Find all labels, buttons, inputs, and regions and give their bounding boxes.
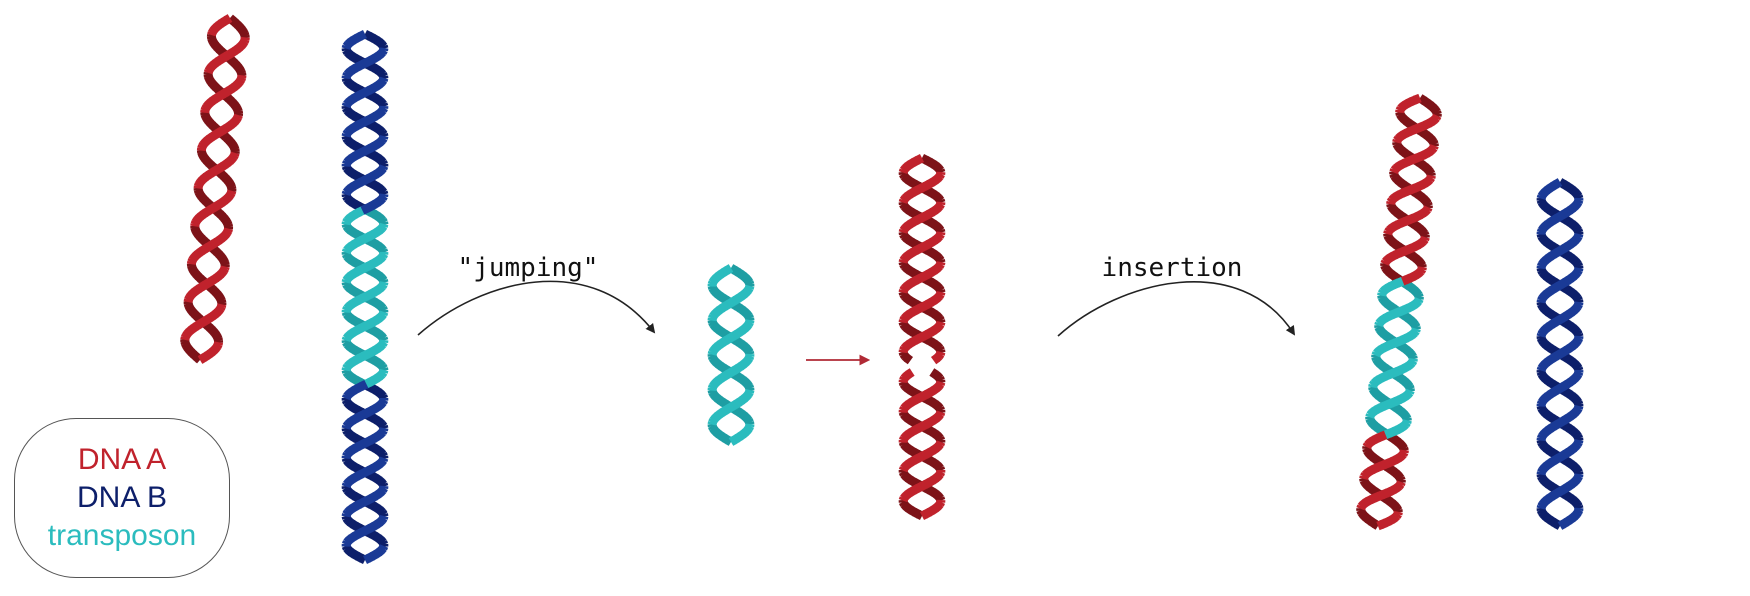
- strand-piece: [914, 153, 925, 165]
- helix-dna-a-cut: [898, 153, 946, 521]
- strand-piece: [214, 127, 223, 138]
- helix-dna-a-with-transposon: [1356, 93, 1442, 531]
- insertion-label: insertion: [1102, 253, 1243, 283]
- strand-piece: [198, 317, 208, 328]
- strand-piece: [202, 279, 211, 290]
- strand-piece: [1556, 348, 1566, 359]
- strand-piece: [1401, 245, 1410, 256]
- strand-piece: [1556, 486, 1566, 497]
- strand-piece: [205, 241, 214, 252]
- helix-dna-b-with-transposon: [341, 29, 389, 565]
- strand-piece: [917, 271, 927, 283]
- strand-piece: [359, 379, 369, 391]
- strand-piece: [919, 479, 929, 491]
- strand-piece: [358, 87, 368, 99]
- strand-piece: [1553, 212, 1563, 223]
- strand-piece: [1385, 398, 1395, 410]
- strand-piece: [359, 437, 370, 449]
- strand-piece: [359, 145, 369, 157]
- strand-piece: [1553, 384, 1563, 395]
- strand-piece: [1413, 93, 1422, 105]
- strand-piece: [197, 354, 205, 364]
- strand-piece: [211, 165, 220, 176]
- strand-piece: [915, 421, 926, 433]
- strand-piece: [358, 233, 369, 245]
- strand-piece: [1554, 246, 1564, 257]
- strand-piece: [362, 319, 372, 331]
- helix-dna-a-original: [180, 14, 250, 364]
- strand-piece: [360, 349, 370, 361]
- strand-piece: [917, 241, 928, 253]
- strand-piece: [918, 181, 928, 193]
- jumping-arrow: [417, 280, 656, 336]
- strand-piece: [1557, 520, 1566, 530]
- strand-piece: [930, 354, 940, 365]
- strand-piece: [1394, 306, 1403, 318]
- legend: DNA A DNA B transposon: [14, 418, 230, 578]
- strand-piece: [361, 115, 371, 127]
- strand-piece: [918, 211, 928, 223]
- strand-piece: [362, 173, 372, 185]
- strand-piece: [360, 57, 370, 69]
- strand-piece: [1408, 183, 1418, 195]
- strand-piece: [360, 203, 370, 215]
- insertion-arrow: [1057, 281, 1296, 337]
- strand-piece: [1387, 368, 1396, 380]
- strand-piece: [223, 14, 233, 25]
- strand-piece: [357, 29, 368, 41]
- strand-piece: [919, 509, 928, 521]
- legend-transposon: transposon: [47, 519, 197, 552]
- legend-dna-b: DNA B: [76, 481, 168, 514]
- strand-piece: [1392, 336, 1402, 348]
- strand-piece: [1556, 314, 1566, 325]
- strand-piece: [1555, 452, 1565, 463]
- strand-piece: [1411, 123, 1421, 135]
- strand-piece: [916, 331, 927, 343]
- strand-piece: [728, 436, 737, 446]
- strand-piece: [359, 291, 370, 303]
- strand-piece: [725, 298, 735, 309]
- strand-piece: [724, 264, 734, 275]
- strand-piece: [1553, 178, 1563, 189]
- strand-piece: [917, 301, 927, 313]
- strand-piece: [726, 402, 736, 413]
- strand-piece: [905, 368, 915, 379]
- strand-piece: [359, 525, 369, 537]
- strand-piece: [208, 203, 217, 214]
- strand-piece: [916, 391, 926, 403]
- strand-piece: [220, 88, 230, 99]
- strand-piece: [1395, 277, 1405, 288]
- strand-piece: [361, 407, 371, 419]
- strand-piece: [361, 261, 371, 273]
- strand-piece: [358, 467, 368, 479]
- strand-piece: [1376, 520, 1384, 531]
- jumping-label: "jumping": [458, 253, 599, 283]
- legend-dna-a: DNA A: [77, 443, 167, 476]
- strand-piece: [915, 451, 925, 463]
- strand-piece: [1555, 280, 1565, 291]
- strand-piece: [1554, 418, 1564, 429]
- strand-piece: [727, 332, 737, 343]
- strand-piece: [360, 495, 371, 507]
- strand-piece: [1402, 215, 1412, 226]
- strand-piece: [1383, 428, 1393, 440]
- helix-dna-b-repaired: [1536, 178, 1584, 530]
- strand-piece: [223, 50, 233, 61]
- strand-piece: [1378, 460, 1387, 471]
- helix-transposon-free: [707, 264, 755, 446]
- strand-piece: [363, 553, 372, 565]
- strand-piece: [1409, 153, 1419, 165]
- strand-piece: [724, 368, 734, 379]
- strand-piece: [1376, 490, 1386, 501]
